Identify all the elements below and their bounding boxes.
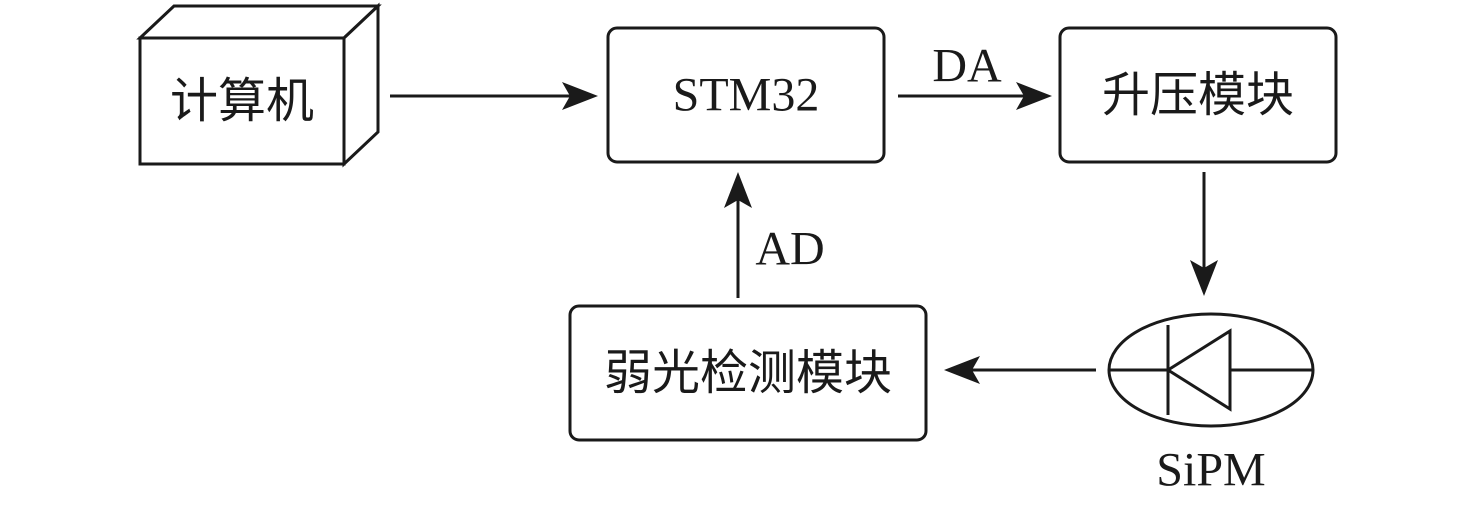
weak-light-module-node: 弱光检测模块: [568, 304, 928, 442]
computer-label: 计算机: [170, 73, 314, 129]
computer-node: 计算机: [136, 2, 382, 168]
boost-module-box: [1058, 26, 1338, 164]
sipm-label: SiPM: [1156, 444, 1265, 497]
arrow-boost-to-sipm: [1190, 172, 1218, 296]
boost-module-node: 升压模块: [1058, 26, 1338, 164]
weak-light-module-label: 弱光检测模块: [604, 345, 892, 401]
stm32-label: STM32: [673, 69, 820, 122]
diode-triangle-icon: [1165, 328, 1232, 412]
da-label: DA: [932, 40, 1002, 93]
computer-box-top: [136, 4, 382, 40]
stm32-box: [606, 26, 886, 164]
arrow-sipm-to-weak-light: [944, 356, 1096, 384]
computer-box-front: [138, 36, 346, 166]
sipm-node: SiPM: [1107, 312, 1315, 497]
boost-module-label: 升压模块: [1102, 67, 1294, 123]
stm32-node: STM32: [606, 26, 886, 164]
ad-label: AD: [755, 223, 824, 276]
arrow-weak-light-to-stm32: AD: [724, 172, 825, 298]
weak-light-module-box: [568, 304, 928, 442]
arrow-computer-to-stm32: [390, 82, 598, 110]
arrow-stm32-to-boost: DA: [898, 40, 1052, 110]
